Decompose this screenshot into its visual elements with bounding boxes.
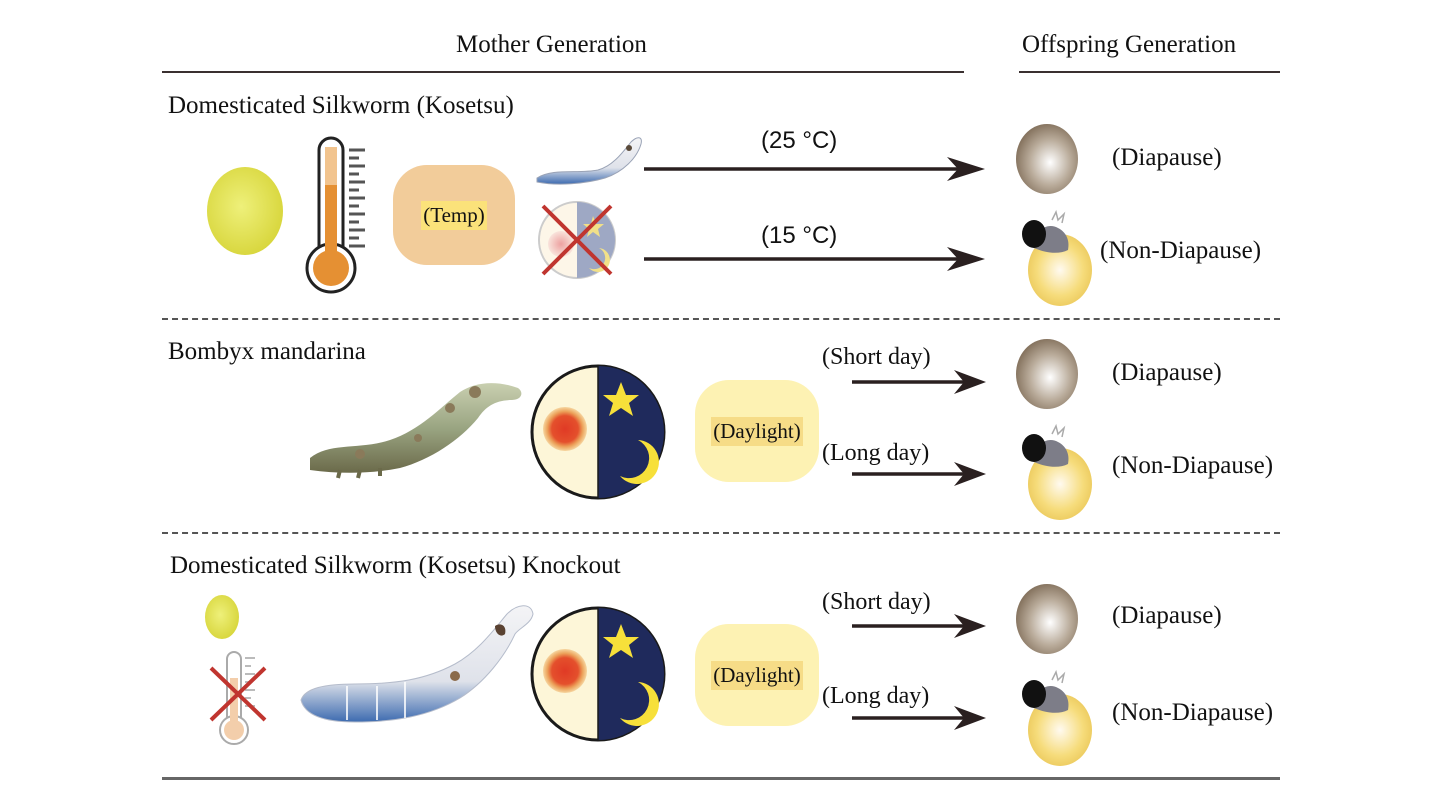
condition-label-short-day: (Short day)	[822, 344, 931, 370]
section-divider	[162, 318, 1280, 320]
condition-label-long-day: (Long day)	[822, 683, 930, 709]
outcome-label-non-diapause: (Non-Diapause)	[1112, 452, 1274, 479]
outcome-label-diapause: (Diapause)	[1112, 359, 1222, 386]
daylight-cue-pill: (Daylight)	[695, 624, 819, 726]
condition-label-15c: (15 °C)	[761, 222, 838, 249]
arrow-icon	[644, 157, 985, 181]
photoperiod-crossed-icon	[538, 201, 616, 279]
arrow-icon	[852, 370, 986, 394]
bottom-rule	[162, 777, 1280, 780]
photoperiod-icon	[530, 364, 666, 500]
arrow-icon	[852, 462, 986, 486]
arrow-icon	[852, 706, 986, 730]
hatching-egg-icon	[1022, 669, 1092, 766]
larva-icon	[300, 605, 534, 723]
outcome-label-diapause: (Diapause)	[1112, 144, 1222, 171]
mother-generation-rule	[162, 71, 964, 73]
daylight-cue-pill: (Daylight)	[695, 380, 819, 482]
wild-larva-icon	[310, 383, 522, 479]
offspring-generation-heading: Offspring Generation	[1022, 31, 1237, 58]
photoperiod-icon	[530, 606, 666, 742]
species-label: Bombyx mandarina	[168, 338, 366, 365]
condition-label-short-day: (Short day)	[822, 589, 931, 615]
daylight-cue-label: (Daylight)	[711, 660, 803, 690]
diapause-egg-icon	[1016, 124, 1078, 194]
section-divider	[162, 532, 1280, 534]
temperature-cue-pill: (Temp)	[393, 165, 515, 265]
temperature-cue-label: (Temp)	[421, 200, 487, 230]
cocoon-icon	[205, 595, 239, 639]
offspring-generation-rule	[1019, 71, 1280, 73]
condition-label-long-day: (Long day)	[822, 440, 930, 466]
hatching-egg-icon	[1022, 423, 1092, 520]
arrow-icon	[644, 247, 985, 271]
diapause-egg-icon	[1016, 584, 1078, 654]
arrow-icon	[852, 614, 986, 638]
mother-generation-heading: Mother Generation	[456, 31, 647, 58]
thermometer-icon	[305, 136, 365, 294]
condition-label-25c: (25 °C)	[761, 127, 838, 154]
larva-icon	[536, 137, 642, 185]
cocoon-icon	[207, 167, 283, 255]
hatching-egg-icon	[1022, 209, 1092, 306]
diapause-egg-icon	[1016, 339, 1078, 409]
outcome-label-diapause: (Diapause)	[1112, 602, 1222, 629]
daylight-cue-label: (Daylight)	[711, 416, 803, 446]
outcome-label-non-diapause: (Non-Diapause)	[1112, 699, 1274, 726]
species-label: Domesticated Silkworm (Kosetsu)	[168, 92, 514, 119]
thermometer-crossed-icon	[209, 651, 267, 745]
outcome-label-non-diapause: (Non-Diapause)	[1100, 237, 1262, 264]
species-label: Domesticated Silkworm (Kosetsu) Knockout	[170, 552, 621, 579]
